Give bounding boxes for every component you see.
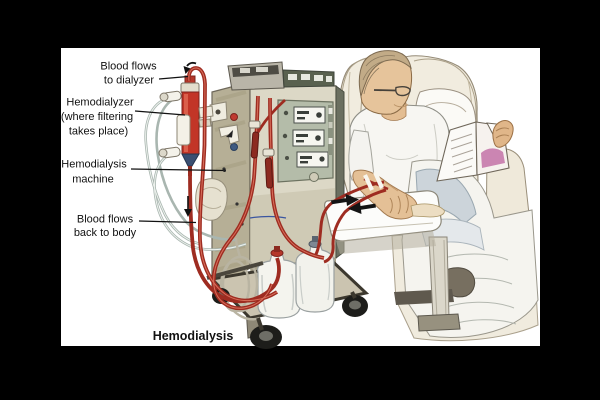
svg-text:Hemodialysis: Hemodialysis xyxy=(153,329,234,343)
svg-text:back to body: back to body xyxy=(74,227,137,239)
svg-text:takes place): takes place) xyxy=(69,126,128,138)
svg-text:Blood flows: Blood flows xyxy=(77,214,134,226)
svg-text:to dialyzer: to dialyzer xyxy=(104,75,154,87)
svg-text:machine: machine xyxy=(72,174,114,186)
svg-text:Hemodialyzer: Hemodialyzer xyxy=(66,97,134,109)
svg-text:Blood flows: Blood flows xyxy=(100,61,157,73)
svg-text:Hemodialysis: Hemodialysis xyxy=(61,159,127,171)
svg-text:(where filtering: (where filtering xyxy=(61,111,133,123)
